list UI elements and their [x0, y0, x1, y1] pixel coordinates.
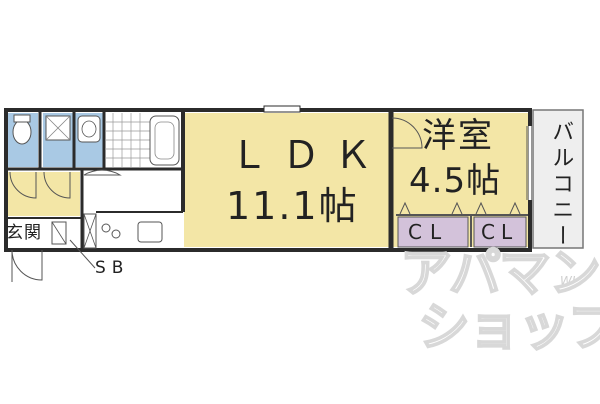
toilet-tank — [13, 114, 31, 123]
shoe-box-diag — [51, 221, 67, 245]
balcony-area — [532, 109, 584, 249]
closet-1-floor — [397, 216, 469, 248]
hallway-floor — [8, 172, 80, 216]
fridge-diag-2 — [83, 213, 97, 249]
shoe-box-label: SB — [95, 258, 130, 278]
kitchen-sink — [137, 221, 163, 243]
stove-burner-1 — [101, 223, 111, 233]
bedroom-label: 洋室 — [422, 116, 494, 156]
stove-burner-2 — [111, 229, 121, 239]
bedroom-area-label: 4.5帖 — [409, 161, 502, 201]
window-top — [263, 105, 301, 113]
door-hall-swing — [83, 169, 122, 176]
closet-1-label: CL — [408, 220, 450, 244]
bathroom-tiles — [105, 113, 150, 167]
ldk-floor — [184, 113, 390, 247]
watermark-line-1: アパマン — [399, 244, 600, 304]
outer-wall — [4, 108, 532, 252]
balcony-label: バルコニー — [548, 120, 574, 250]
door-entrance-swing — [11, 249, 43, 281]
closet-1-doors — [399, 201, 463, 215]
bathtub-inner — [154, 121, 175, 160]
entrance-label: 玄関 — [6, 223, 42, 243]
shower-cross-2 — [45, 115, 71, 141]
watermark-line-2: ショップ — [417, 298, 600, 358]
closet-2-floor — [473, 216, 527, 248]
closet-2-label: CL — [481, 220, 519, 244]
watermark-mark: WL — [560, 274, 579, 288]
ldk-area-label: 11.1帖 — [226, 184, 359, 228]
door-shower-swing — [43, 171, 71, 199]
ldk-label: ＬＤＫ — [230, 133, 387, 177]
washbasin-bowl — [81, 120, 97, 138]
door-bedroom-swing — [391, 117, 423, 149]
toilet-fixture — [12, 119, 32, 145]
sb-leader — [69, 239, 96, 269]
door-toilet-swing — [9, 171, 37, 199]
closet-2-doors — [475, 201, 521, 215]
